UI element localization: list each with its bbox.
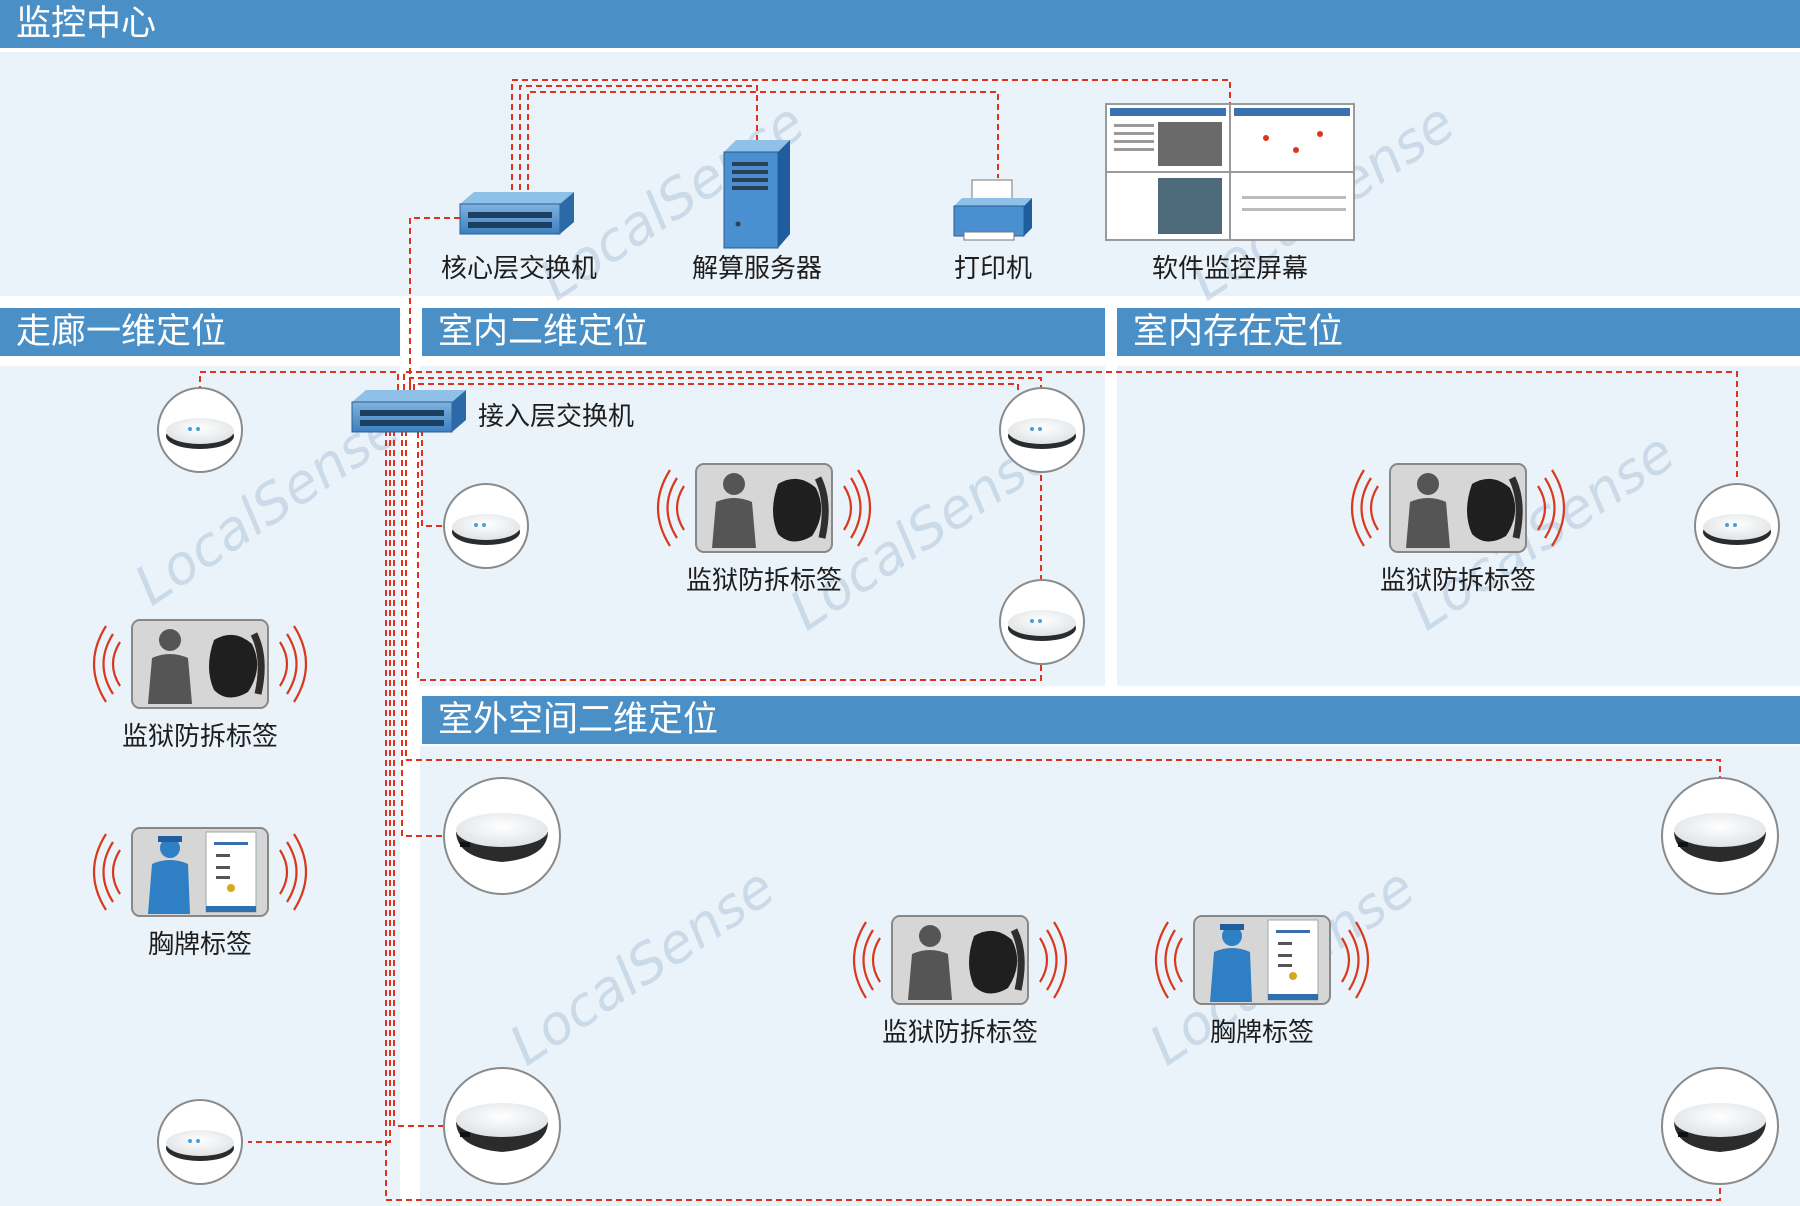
section-header-indoor-presence: 室内存在定位 (1117, 308, 1800, 356)
anchor-icon (999, 387, 1085, 473)
anchor-icon (157, 387, 243, 473)
monitor-screen-label: 软件监控屏幕 (1151, 254, 1309, 284)
anchor-icon (157, 1099, 243, 1185)
monitor-screen-icon (1105, 103, 1355, 241)
prison-tag-label: 监狱防拆标签 (685, 566, 843, 596)
prison-tag-icon (852, 916, 1068, 1004)
prison-tag-icon (1350, 464, 1566, 552)
core-switch-icon (459, 192, 574, 235)
anchor-large-icon (443, 1067, 561, 1185)
anchor-large-icon (1661, 777, 1779, 895)
corridor-area (0, 366, 400, 1206)
badge-tag-label: 胸牌标签 (147, 930, 253, 960)
access-switch-label: 接入层交换机 (478, 402, 635, 432)
section-header-corridor: 走廊一维定位 (0, 308, 400, 356)
prison-tag-icon (92, 620, 308, 708)
section-header-monitoring-center: 监控中心 (0, 0, 1800, 48)
server-icon (723, 140, 790, 249)
prison-tag-label: 监狱防拆标签 (121, 722, 279, 752)
printer-icon (953, 179, 1032, 241)
solver-server-label: 解算服务器 (691, 254, 823, 284)
prison-tag-icon (656, 464, 872, 552)
anchor-icon (443, 483, 529, 569)
badge-tag-label: 胸牌标签 (1209, 1018, 1315, 1048)
section-header-outdoor-2d: 室外空间二维定位 (422, 696, 1800, 744)
anchor-icon (1694, 483, 1780, 569)
badge-tag-icon (92, 827, 308, 917)
section-header-indoor-2d: 室内二维定位 (422, 308, 1105, 356)
printer-label: 打印机 (953, 254, 1033, 284)
prison-tag-label: 监狱防拆标签 (1379, 566, 1537, 596)
core-switch-label: 核心层交换机 (440, 254, 598, 284)
anchor-icon (999, 579, 1085, 665)
access-switch-icon (351, 390, 466, 433)
prison-tag-label: 监狱防拆标签 (881, 1018, 1039, 1048)
outdoor-2d-area (420, 746, 1800, 1206)
anchor-large-icon (443, 777, 561, 895)
badge-tag-icon (1154, 915, 1370, 1005)
anchor-large-icon (1661, 1067, 1779, 1185)
